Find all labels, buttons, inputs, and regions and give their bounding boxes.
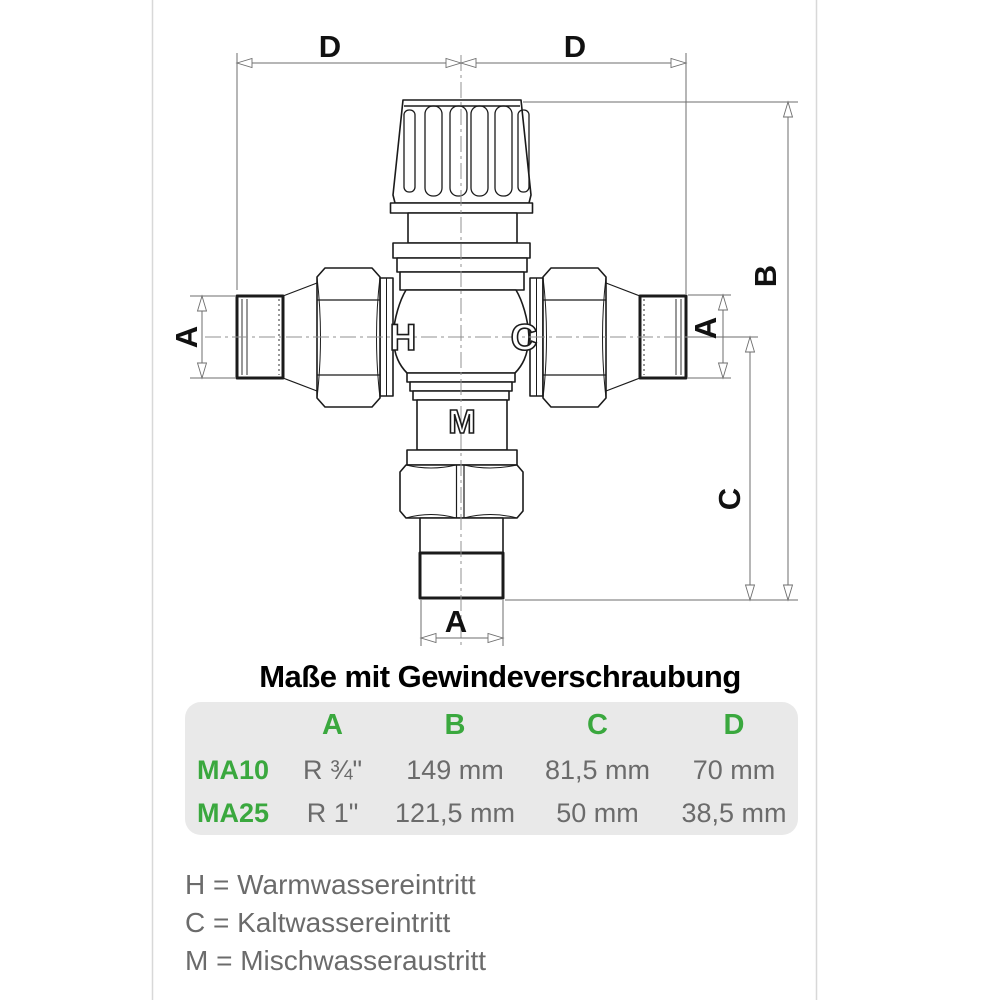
legend-item-cold: C = Kaltwassereintritt (185, 907, 451, 938)
right-union (529, 267, 688, 408)
column-header-c: C (587, 708, 608, 741)
column-header-d: D (723, 708, 745, 741)
dim-label-a-bottom: A (445, 604, 467, 639)
dim-label-b: B (748, 265, 783, 287)
legend-item-mixed: M = Mischwasseraustritt (185, 945, 487, 976)
knob-neck (407, 212, 518, 244)
table-cell-ma25-b: 121,5 mm (394, 798, 516, 828)
table-row-ma25-model: MA25 (197, 798, 270, 828)
port-label-mixed: M (448, 403, 476, 440)
table-cell-ma10-d: 70 mm (692, 754, 776, 785)
knob (389, 99, 534, 214)
table-row-ma10-model: MA10 (197, 754, 270, 785)
table-cell-ma10-b: 149 mm (406, 754, 504, 785)
port-label-cold: C (511, 317, 538, 358)
table-cell-ma10-a: R ¾" (302, 754, 363, 785)
dimension-table: A B C D MA10 R ¾" 149 mm 81,5 mm 70 mm M… (185, 702, 798, 835)
table-cell-ma10-c: 81,5 mm (544, 754, 651, 785)
centerlines (205, 55, 757, 645)
dim-label-d-right: D (564, 29, 586, 64)
port-legend: H = Warmwassereintritt C = Kaltwasserein… (185, 866, 486, 980)
collar (392, 242, 531, 291)
table-cell-ma25-d: 38,5 mm (681, 798, 787, 828)
dim-label-a-right: A (688, 317, 723, 339)
port-label-hot: H (390, 317, 417, 358)
table-cell-ma25-c: 50 mm (556, 798, 639, 828)
table-cell-ma25-a: R 1" (306, 798, 359, 828)
page-title: Maße mit Gewindeverschraubung (259, 659, 741, 694)
frame-lines (151, 0, 818, 1000)
column-header-b: B (444, 708, 466, 741)
dim-label-c: C (712, 488, 747, 510)
dim-label-a-left: A (169, 326, 204, 348)
column-header-a: A (322, 708, 343, 741)
mixed-outlet-neck (416, 399, 508, 451)
dim-label-d-left: D (319, 29, 341, 64)
dimension-arrows (196, 57, 794, 644)
dimension-lines (190, 53, 798, 646)
legend-item-hot: H = Warmwassereintritt (185, 869, 476, 900)
